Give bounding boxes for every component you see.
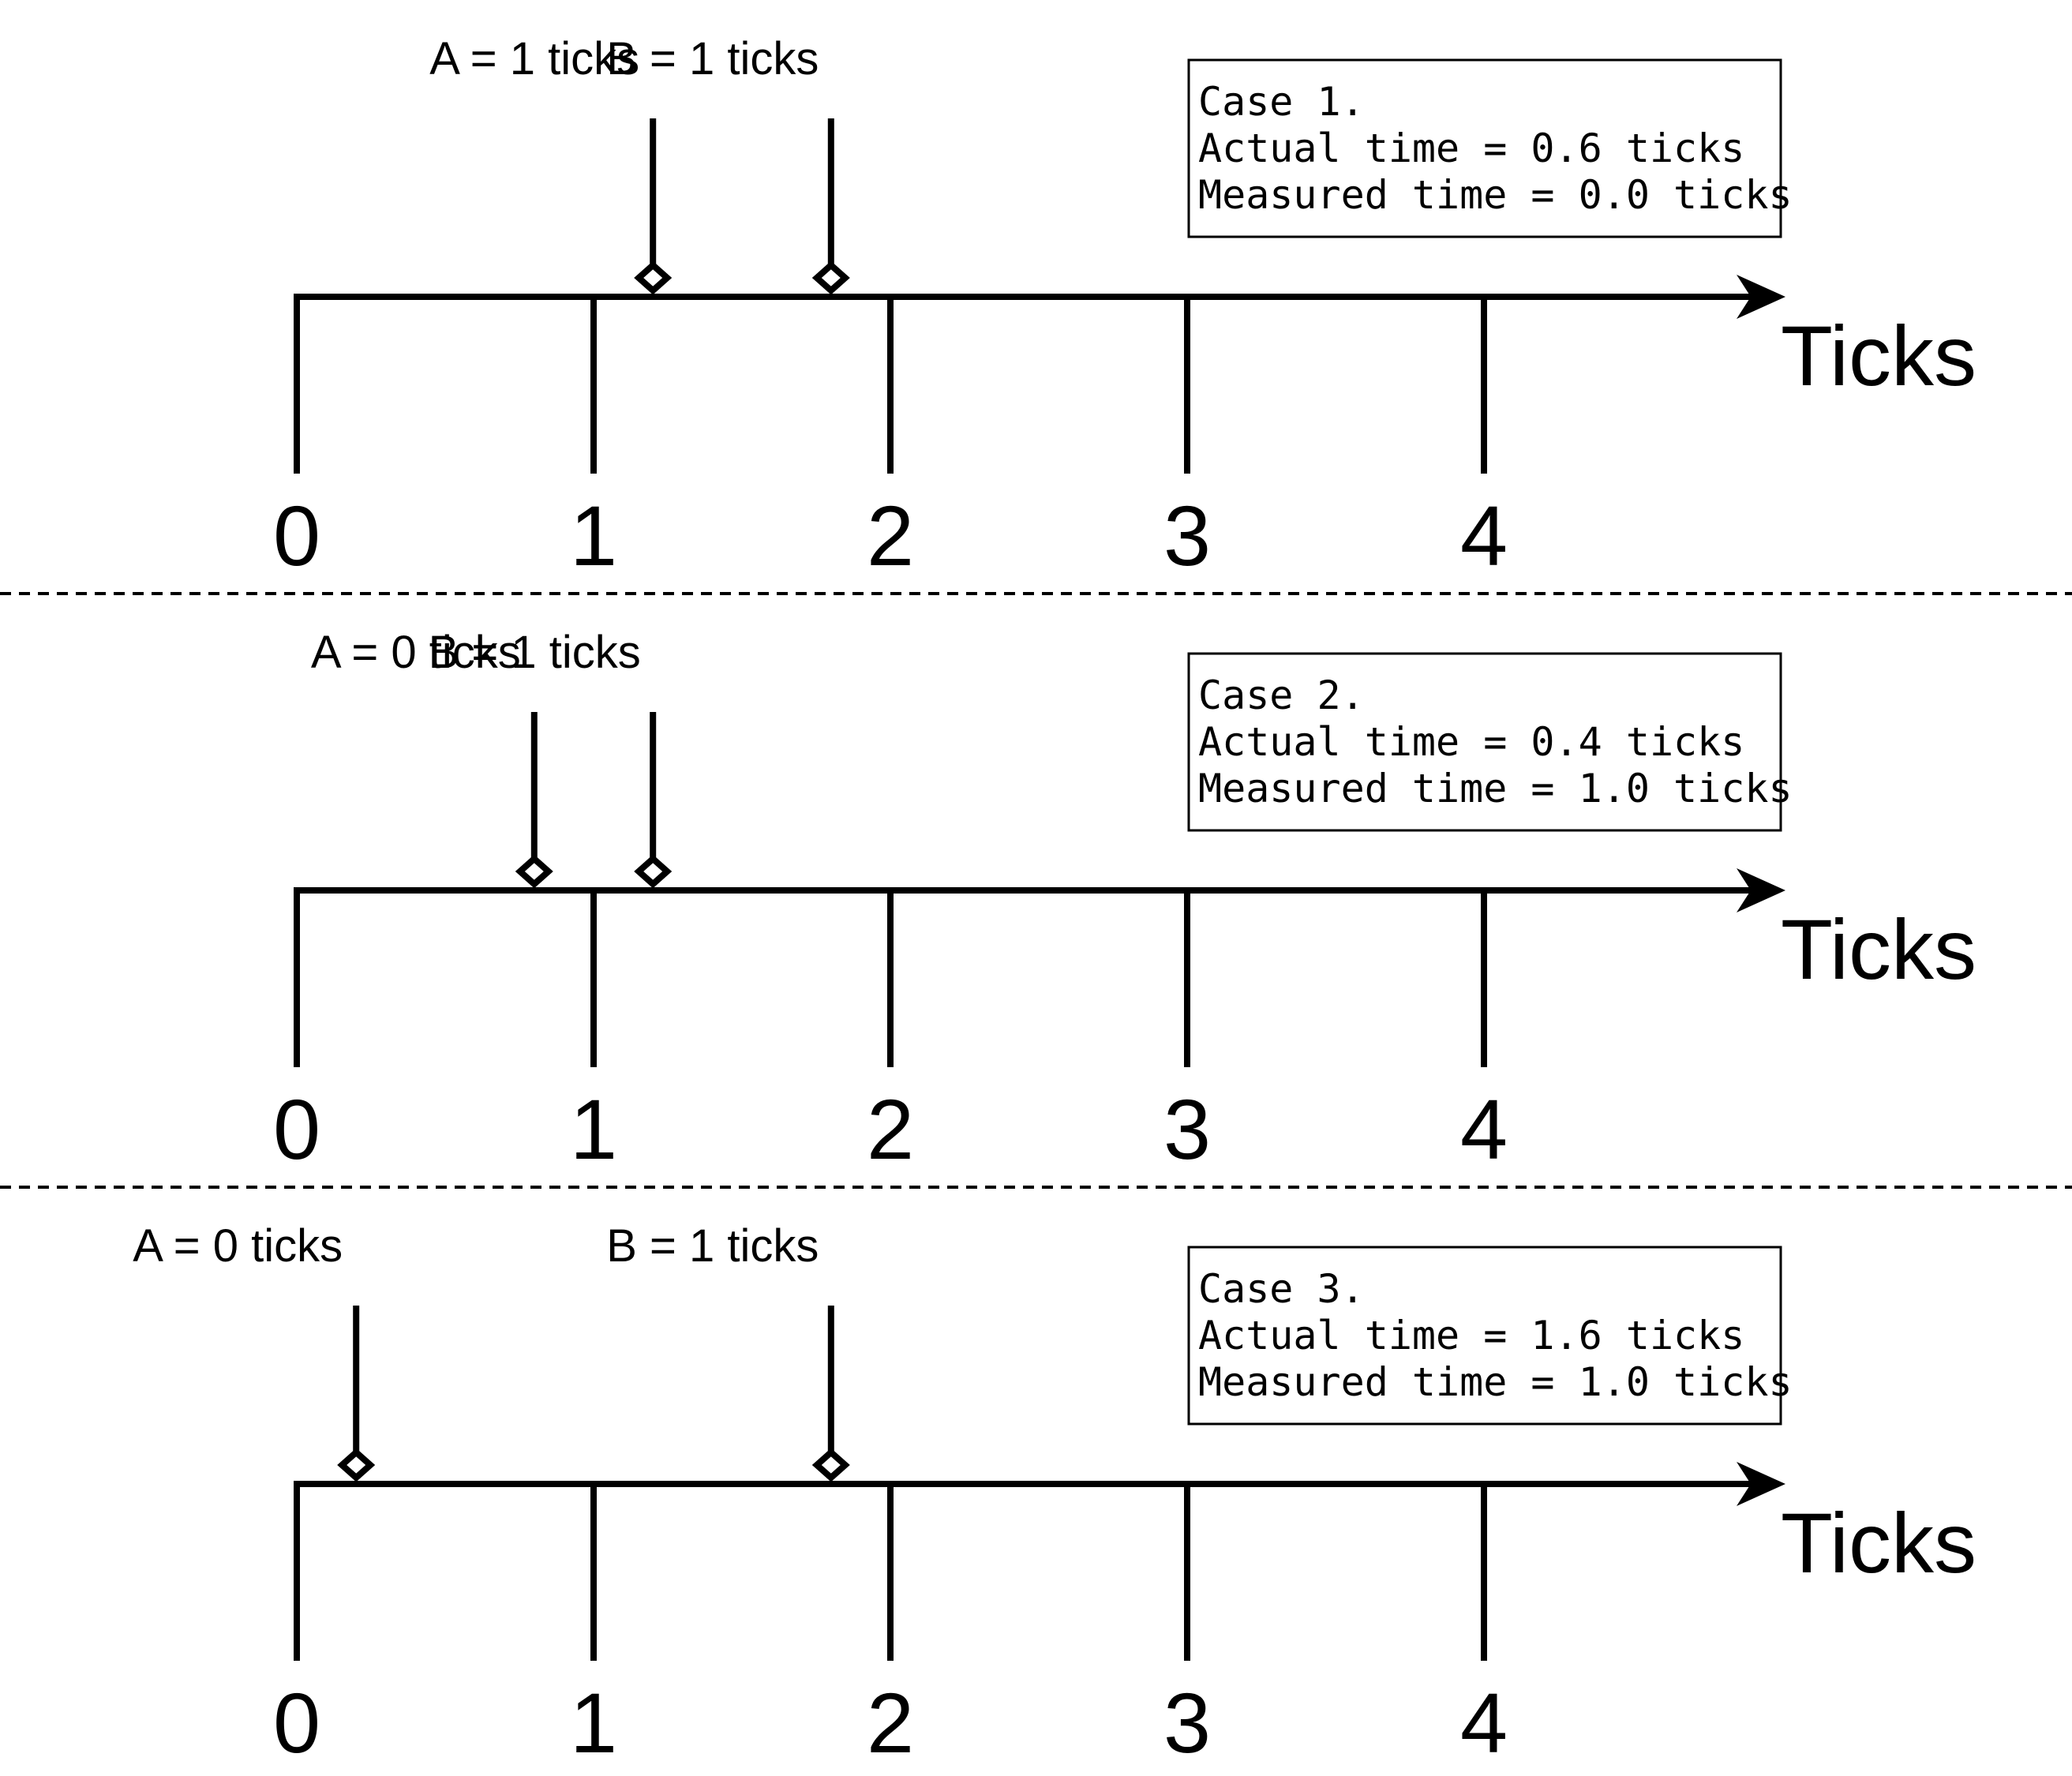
case-title: Case 1. (1198, 79, 1365, 125)
axis-arrow-head (1737, 275, 1785, 319)
actual-time: Actual time = 0.4 ticks (1198, 719, 1744, 765)
case-info-box (1187, 1246, 1782, 1426)
axis-arrow-head (1737, 1462, 1785, 1506)
marker-B-diamond (811, 1448, 850, 1482)
tick-label-0: 0 (273, 488, 320, 583)
tick-label-2: 2 (867, 1081, 914, 1177)
marker-B-diamond (811, 260, 850, 295)
tick-label-1: 1 (570, 1081, 617, 1177)
marker-A-label: A = 1 ticks (429, 33, 639, 84)
case-info-box (1187, 652, 1782, 832)
tick-label-3: 3 (1163, 1081, 1211, 1177)
tick-label-1: 1 (570, 1675, 617, 1770)
marker-A-diamond (634, 260, 673, 295)
marker-B-label: B = 1 ticks (429, 627, 641, 678)
marker-B-label: B = 1 ticks (606, 1220, 819, 1272)
axis-label: Ticks (1781, 308, 1976, 403)
marker-B-label: B = 1 ticks (606, 33, 819, 84)
tick-label-3: 3 (1163, 1675, 1211, 1770)
tick-label-4: 4 (1460, 1081, 1508, 1177)
case-title: Case 2. (1198, 673, 1365, 718)
tick-label-4: 4 (1460, 488, 1508, 583)
actual-time: Actual time = 1.6 ticks (1198, 1313, 1744, 1358)
marker-A-label: A = 0 ticks (311, 627, 521, 678)
marker-A-label: A = 0 ticks (133, 1220, 343, 1272)
measured-time: Measured time = 1.0 ticks (1198, 1359, 1793, 1405)
tick-label-3: 3 (1163, 488, 1211, 583)
case-title: Case 3. (1198, 1266, 1365, 1312)
measured-time: Measured time = 1.0 ticks (1198, 766, 1793, 811)
marker-A-diamond (515, 854, 553, 889)
tick-label-2: 2 (867, 1675, 914, 1770)
tick-label-0: 0 (273, 1675, 320, 1770)
axis-arrow-head (1737, 868, 1785, 912)
axis-label: Ticks (1781, 1495, 1976, 1591)
measured-time: Measured time = 0.0 ticks (1198, 172, 1793, 218)
tick-label-0: 0 (273, 1081, 320, 1177)
tick-label-4: 4 (1460, 1675, 1508, 1770)
marker-B-diamond (634, 854, 673, 889)
tick-label-1: 1 (570, 488, 617, 583)
actual-time: Actual time = 0.6 ticks (1198, 126, 1744, 171)
marker-A-diamond (337, 1448, 376, 1482)
tick-label-2: 2 (867, 488, 914, 583)
axis-label: Ticks (1781, 901, 1976, 997)
case-info-box (1187, 58, 1782, 238)
